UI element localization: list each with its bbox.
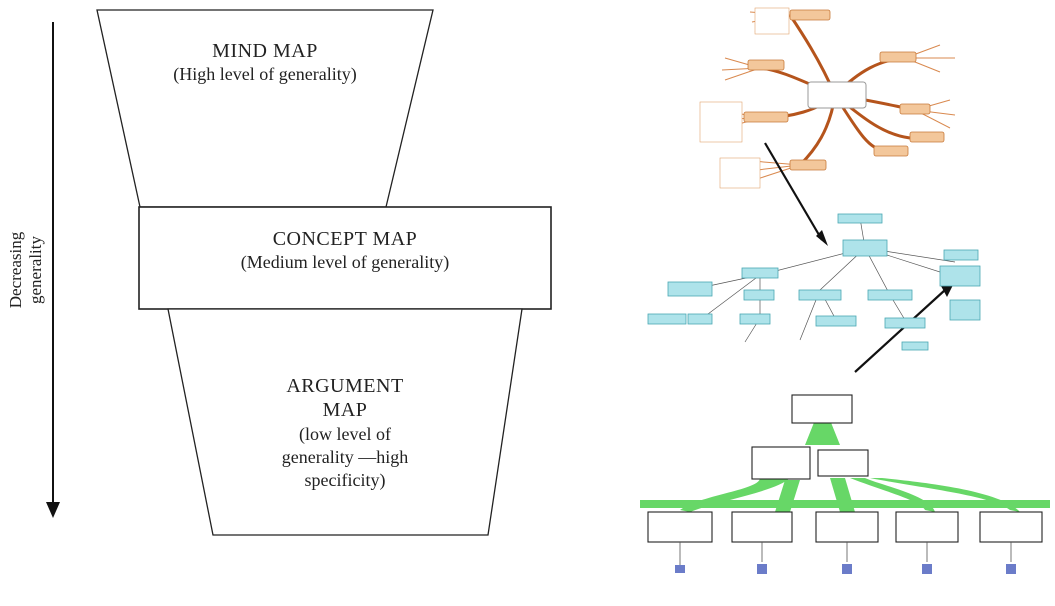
argument-map-example bbox=[640, 394, 1050, 574]
argument-map-trapezoid bbox=[167, 308, 523, 536]
argument-map-title-2: MAP bbox=[322, 399, 368, 421]
argument-map-sub-1: (low level of bbox=[299, 424, 391, 444]
concept-map-subtitle: (Medium level of generality) bbox=[240, 252, 450, 272]
mind-map-center-node bbox=[807, 81, 867, 109]
arrow-head-icon bbox=[46, 502, 60, 518]
argument-claim-box bbox=[791, 394, 853, 424]
argument-map-sub-2: generality —high bbox=[281, 447, 409, 467]
argument-map-sub-3: specificity) bbox=[304, 470, 386, 490]
concept-map-example bbox=[647, 213, 981, 351]
concept-map-box bbox=[138, 206, 552, 310]
concept-map-title: CONCEPT MAP bbox=[272, 228, 418, 250]
mind-map-example bbox=[699, 7, 956, 189]
mind-map-title: MIND MAP bbox=[212, 40, 318, 62]
mind-map-subtitle: (High level of generality) bbox=[173, 64, 357, 84]
argument-map-title-1: ARGUMENT bbox=[286, 375, 404, 397]
